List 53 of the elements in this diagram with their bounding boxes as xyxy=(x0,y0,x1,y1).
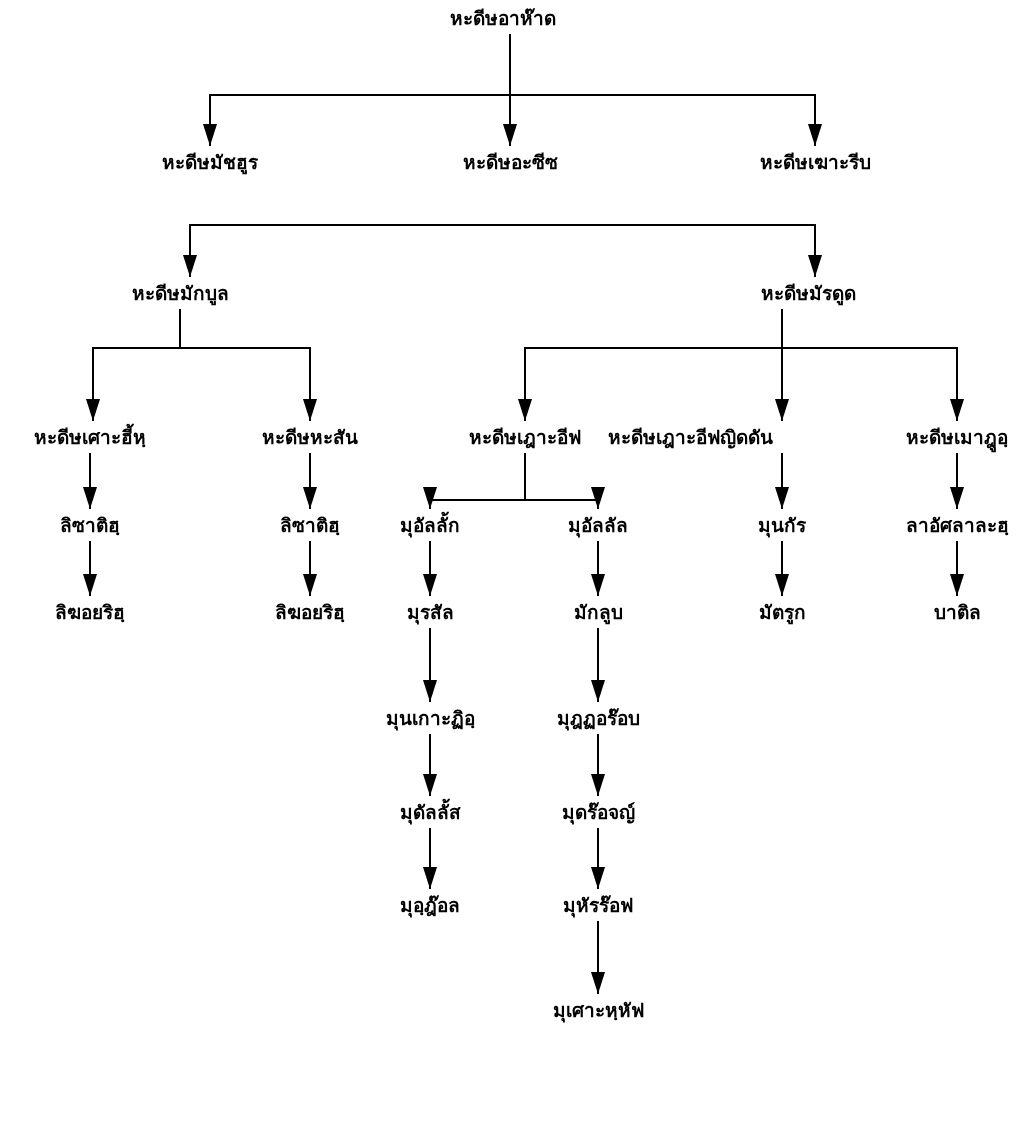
category-label: หะดีษมัชฮูร xyxy=(160,146,260,178)
category-label: ลิซาติฮฺ xyxy=(278,509,342,541)
arrow xyxy=(509,33,822,147)
category-label: มุฎฏอร๊อบ xyxy=(554,702,642,734)
category-label: มุอัลลั้ก xyxy=(398,509,462,541)
arrow xyxy=(950,540,964,597)
category-label: หะดีษเฆาะรีบ xyxy=(757,146,873,178)
arrow xyxy=(591,540,605,597)
category-label: บาติล xyxy=(931,596,983,628)
title-text: หะดีษอาห๊าด xyxy=(448,2,558,34)
arrow xyxy=(423,827,437,890)
category-label: มุรสัล xyxy=(404,596,456,628)
category-label: มัตรูก xyxy=(756,596,808,628)
arrow xyxy=(781,308,964,422)
arrow xyxy=(423,733,437,797)
arrow xyxy=(423,540,437,597)
category-label: มุเศาะหฺหัฟ xyxy=(550,994,646,1026)
category-label: มุดร๊อจญ์ xyxy=(559,796,637,828)
arrow xyxy=(183,224,501,278)
category-label: ลิฆอยริฮฺ xyxy=(53,596,127,628)
category-label: หะดีษมักบูล xyxy=(129,277,231,309)
arrow xyxy=(179,308,317,422)
arrow xyxy=(499,224,822,278)
category-label: มุนกัร xyxy=(756,509,808,541)
category-label: มุหัรร๊อฟ xyxy=(561,889,635,921)
arrow xyxy=(591,733,605,797)
arrow xyxy=(83,540,97,597)
category-label: มุดัลลั้ส xyxy=(397,796,463,828)
arrow xyxy=(775,452,789,510)
category-label: ลิฆอยริฮฺ xyxy=(273,596,347,628)
category-label: มุอัลลัล xyxy=(566,509,630,541)
category-label: ลิซาติฮฺ xyxy=(58,509,122,541)
category-label: ลาอัศลาละฮฺ xyxy=(903,509,1011,541)
arrow xyxy=(83,452,97,510)
arrow xyxy=(303,452,317,510)
category-label: หะดีษเฎาะอีฟญิดดัน xyxy=(605,421,775,453)
category-label: มุนเกาะฏิอฺ xyxy=(383,702,477,734)
category-label: มักลูบ xyxy=(571,596,625,628)
arrow xyxy=(775,540,789,597)
category-label: หะดีษอะซีซ xyxy=(460,146,560,178)
category-label: หะดีษเมาฎูอฺ xyxy=(904,421,1010,453)
arrow xyxy=(591,920,605,995)
arrow xyxy=(591,627,605,703)
category-label: หะดีษเศาะฮี้หฺ xyxy=(32,421,148,453)
arrow xyxy=(303,540,317,597)
arrow xyxy=(591,827,605,890)
arrow xyxy=(950,452,964,510)
category-label: มุอฺฎ๊อล xyxy=(398,889,462,921)
category-label: หะดีษหะสัน xyxy=(260,421,360,453)
arrow xyxy=(423,627,437,703)
arrow xyxy=(524,452,605,510)
category-label: หะดีษเฎาะอีฟ xyxy=(467,421,583,453)
category-label: หะดีษมัรดูด xyxy=(758,277,858,309)
